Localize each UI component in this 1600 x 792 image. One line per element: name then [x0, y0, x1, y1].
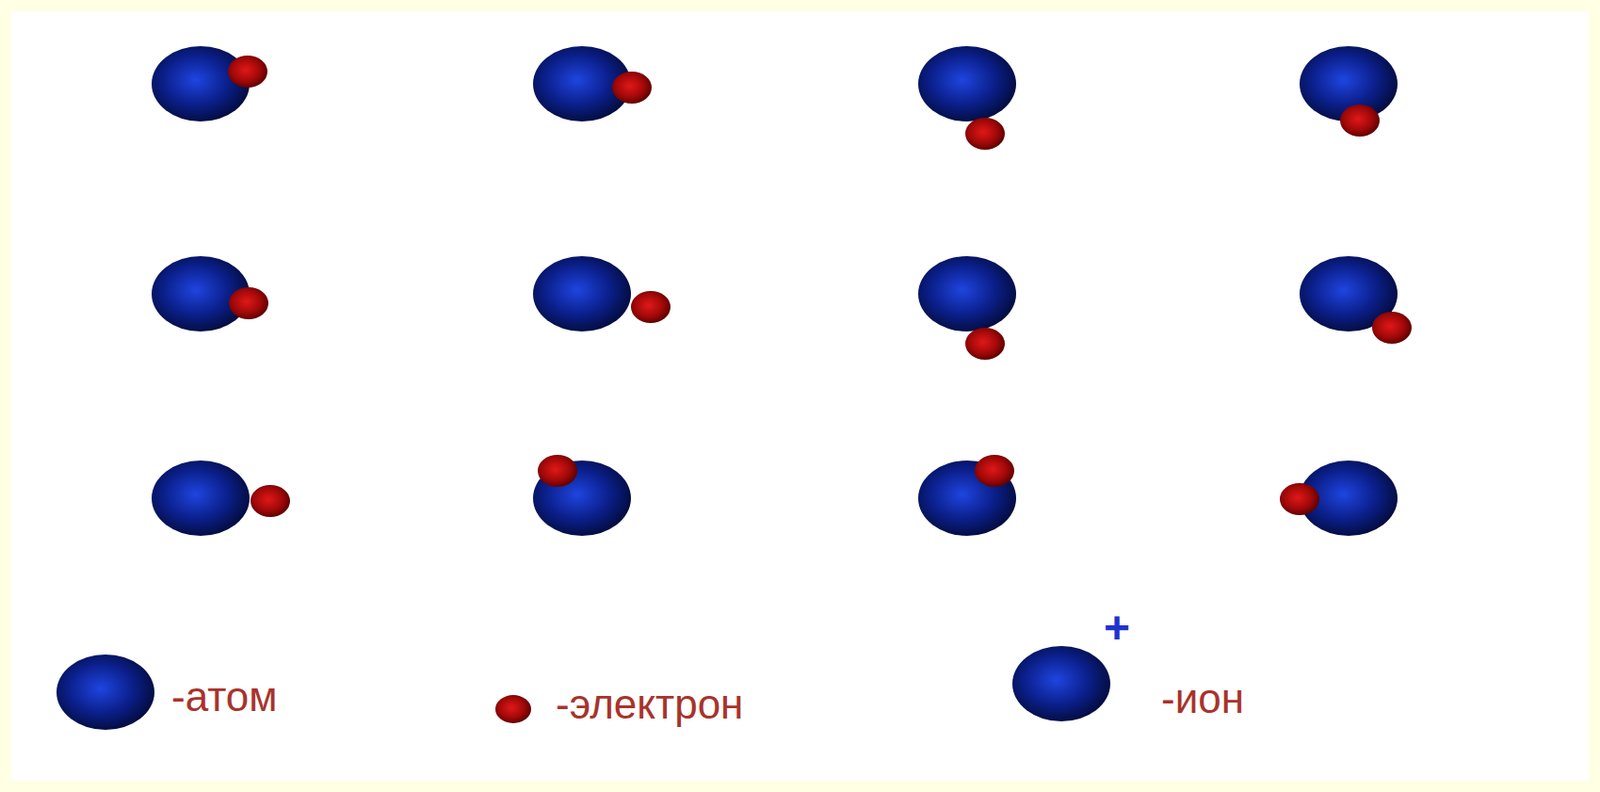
electron [228, 287, 269, 320]
atom-sample [56, 654, 155, 730]
atom [151, 460, 250, 536]
legend-text: -атом [171, 676, 278, 718]
electron-sample [495, 694, 532, 724]
atom [151, 46, 250, 122]
ion-sample [1012, 646, 1111, 722]
electron [1340, 104, 1380, 137]
electron [965, 327, 1005, 360]
electron [1372, 311, 1412, 344]
atom [918, 46, 1017, 122]
electron [537, 454, 578, 487]
charge-sign: + [1103, 605, 1131, 651]
electron [974, 454, 1015, 487]
electron [227, 55, 268, 88]
legend-text: -ион [1161, 678, 1245, 720]
electron [1279, 483, 1320, 516]
electron [965, 117, 1005, 150]
legend-samples [56, 646, 1111, 730]
atom-grid [151, 46, 1412, 536]
electron [250, 484, 291, 518]
legend-text: -электрон [555, 683, 744, 726]
electron [630, 290, 671, 324]
electron [612, 71, 652, 104]
atom [918, 256, 1017, 332]
atom [533, 256, 631, 332]
